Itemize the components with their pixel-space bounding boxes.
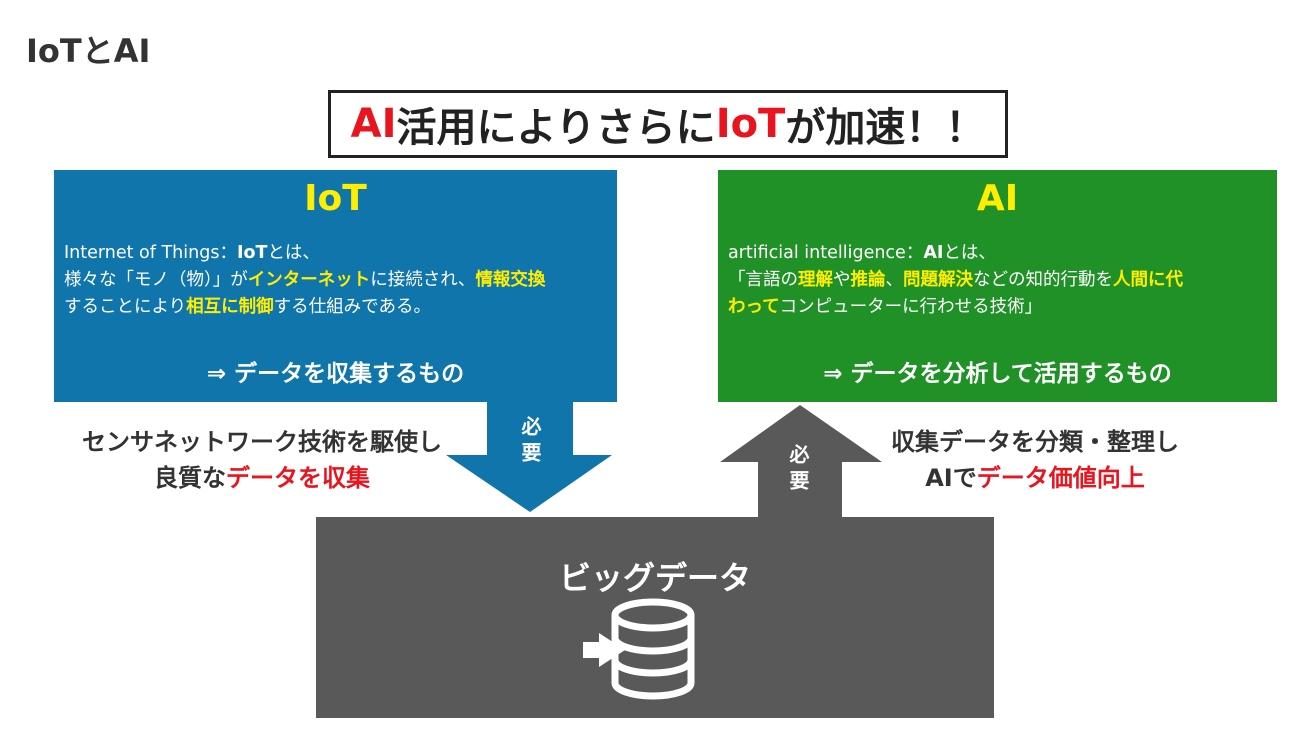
iot-line3-a: することにより [64,297,187,317]
ai-line2-f: 問題解決 [903,270,973,290]
ai-caption-line-2: AIでデータ価値向上 [870,460,1200,496]
up-arrow-label: 必要 [786,444,810,496]
ai-line-2: 「言語の理解や推論、問題解決などの知的行動を人間に代 [728,267,1269,294]
ai-caption-2b: データ価値向上 [976,464,1145,492]
ai-line3-a: わって [728,297,780,317]
ai-caption-2a: AIで [925,464,977,492]
ai-line1-b: AI [923,243,944,263]
ai-side-caption: 収集データを分類・整理し AIでデータ価値向上 [870,424,1200,496]
headline-text-1: 活用によりさらに [396,105,716,151]
down-arrow-label: 必要 [518,416,542,468]
iot-panel-title: IoT [304,178,367,219]
iot-line2-d: 情報交換 [475,270,546,290]
iot-caption-line-1: センサネットワーク技術を駆使し [82,428,442,456]
iot-line3-c: する仕組みである。 [273,297,431,317]
iot-caption-line-2: 良質なデータを収集 [72,460,452,496]
ai-line2-g: などの知的行動を [973,270,1113,290]
iot-line-2: 様々な「モノ（物）」がインターネットに接続され、情報交換 [64,267,609,294]
ai-line2-d: 推論 [850,270,886,290]
headline-ai: AI [350,101,397,147]
iot-side-caption: センサネットワーク技術を駆使し 良質なデータを収集 [72,424,452,496]
iot-caption-2a: 良質な [154,464,226,492]
headline-text-2: が加速！！ [785,105,986,151]
page-title: IoTとAI [26,32,151,70]
iot-line2-c: に接続され、 [370,270,476,290]
iot-line1-c: とは、 [267,243,320,263]
iot-panel: IoT Internet of Things：IoTとは、 様々な「モノ（物）」… [54,170,617,402]
ai-line1-a: artificial intelligence： [728,243,924,263]
up-arrow [720,405,882,517]
ai-panel-description: artificial intelligence：AIとは、 「言語の理解や推論、… [728,240,1269,321]
database-import-icon [583,598,695,700]
ai-caption-line-1: 収集データを分類・整理し [891,428,1179,456]
iot-line-1: Internet of Things：IoTとは、 [64,240,609,267]
iot-panel-result: ⇒ データを収集するもの [206,361,465,387]
ai-panel-title: AI [976,178,1019,219]
iot-line2-a: 様々な「モノ（物）」が [64,270,248,290]
ai-line2-h: 人間に代 [1113,270,1183,290]
down-arrow [446,402,612,512]
ai-line2-c: や [833,270,851,290]
iot-line1-a: Internet of Things： [64,243,237,263]
iot-line-3: することにより相互に制御する仕組みである。 [64,294,609,321]
iot-caption-2b: データを収集 [226,464,370,492]
ai-line2-a: 「言語の [728,270,798,290]
ai-line3-b: コンピューターに行わせる技術」 [779,297,1043,317]
headline-iot: IoT [715,101,786,147]
ai-line-3: わってコンピューターに行わせる技術」 [728,294,1269,321]
ai-line2-e: 、 [885,270,904,290]
ai-line-1: artificial intelligence：AIとは、 [728,240,1269,267]
bigdata-label: ビッグデータ [558,559,751,597]
ai-line1-c: とは、 [943,243,996,263]
ai-panel-result: ⇒ データを分析して活用するもの [823,361,1172,387]
iot-line3-b: 相互に制御 [186,297,274,317]
iot-line2-b: インターネット [247,270,371,290]
ai-panel: AI artificial intelligence：AIとは、 「言語の理解や… [718,170,1277,402]
bigdata-box: ビッグデータ [316,517,994,718]
ai-line2-b: 理解 [798,270,833,290]
iot-panel-description: Internet of Things：IoTとは、 様々な「モノ（物）」がインタ… [64,240,609,321]
iot-line1-b: IoT [236,243,268,263]
